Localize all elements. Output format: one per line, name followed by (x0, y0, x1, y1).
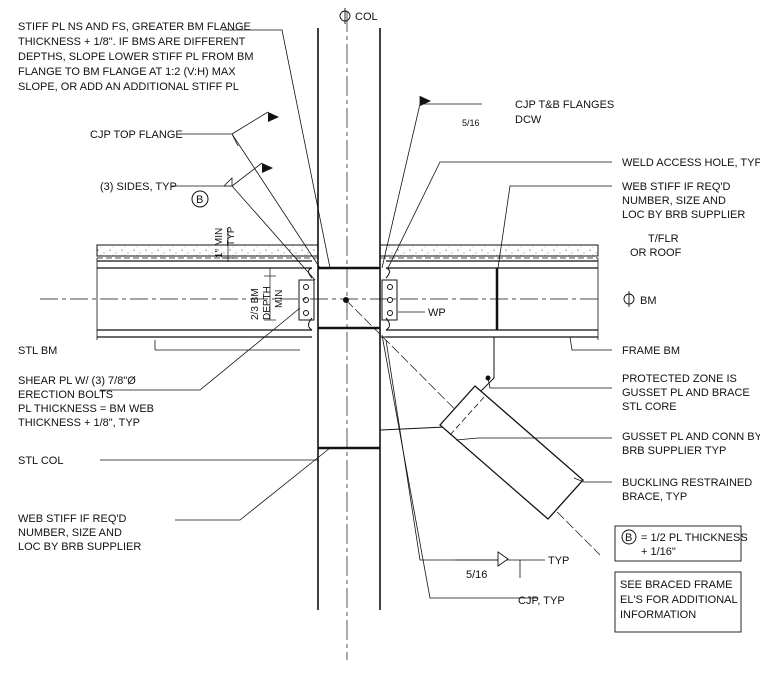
fillet-weld-symbol: 5/16 TYP (466, 551, 569, 581)
leader-lines (100, 29, 612, 599)
cl-col-icon (339, 8, 351, 24)
one-inch-min-label: 1" MINTYP (214, 226, 237, 258)
bm-centerline-label: BM (640, 295, 657, 307)
three-sides-note: (3) SIDES, TYP (100, 181, 177, 193)
frame-bm-label: FRAME BM (622, 345, 680, 357)
col-centerline-label: COL (355, 11, 378, 23)
gusset-plate (345, 299, 601, 556)
steel-beam-left (96, 258, 315, 340)
cjp-top-flange-note: CJP TOP FLANGE (90, 129, 183, 141)
concrete-slab (96, 244, 599, 259)
cjp-typ-note: CJP, TYP (518, 595, 565, 607)
wp-label: WP (428, 307, 446, 319)
svg-text:B: B (196, 194, 203, 206)
weld-access-hole-note: WELD ACCESS HOLE, TYP (622, 157, 760, 169)
weld-subscript-516-top: 5/16 (462, 118, 480, 128)
steel-column (317, 12, 381, 660)
work-point (343, 297, 349, 303)
stl-col-label: STL COL (18, 455, 63, 467)
cl-bm-icon (623, 291, 635, 307)
dimension-marks (222, 228, 276, 321)
svg-text:TYP: TYP (548, 555, 569, 567)
weld-flags (262, 96, 431, 173)
b-legend-box: B = 1/2 PL THICKNESS+ 1/16" (614, 525, 748, 562)
buckling-restrained-brace (439, 385, 584, 520)
svg-text:= 1/2 PL THICKNESS+ 1/16": = 1/2 PL THICKNESS+ 1/16" (641, 532, 748, 558)
stl-bm-label: STL BM (18, 345, 57, 357)
two-thirds-bm-label: 2/3 BMDEPTHMIN (250, 286, 285, 320)
svg-text:5/16: 5/16 (466, 569, 487, 581)
b-tag: B (191, 190, 209, 208)
svg-text:B: B (625, 532, 632, 544)
